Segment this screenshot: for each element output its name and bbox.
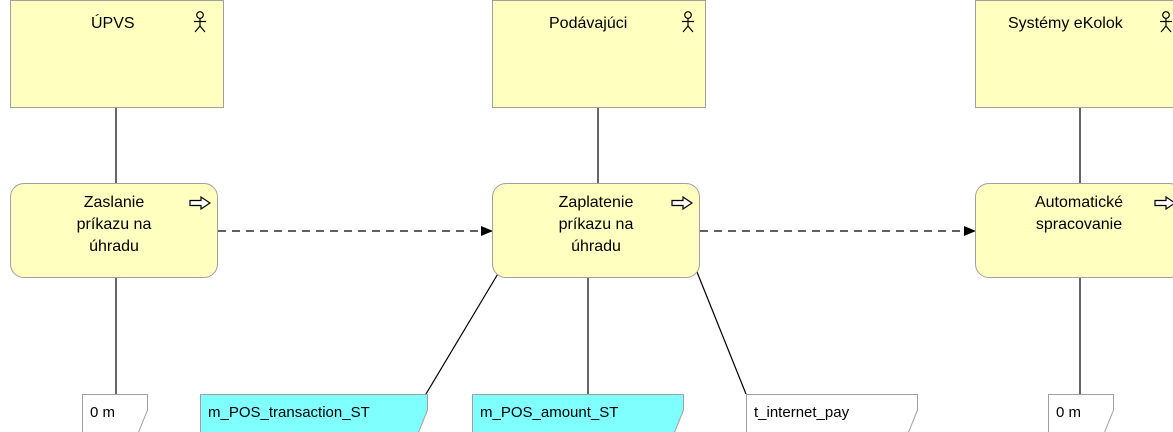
process-label-line: úhradu bbox=[89, 238, 139, 255]
data-object-label: m_POS_transaction_ST bbox=[208, 404, 370, 421]
process-zaplatenie[interactable]: Zaplatenie príkazu na úhradu bbox=[492, 183, 700, 278]
document-shape bbox=[1048, 394, 1114, 432]
data-object-m-pos-amount-st[interactable]: m_POS_amount_ST bbox=[472, 394, 684, 432]
data-object-label: 0 m bbox=[1056, 404, 1082, 421]
process-label-line: Zaplatenie bbox=[558, 194, 634, 211]
data-object-0m-left[interactable]: 0 m bbox=[82, 394, 148, 432]
actor-podavajuci[interactable]: Podávajúci bbox=[492, 0, 706, 108]
actor-icon bbox=[682, 11, 694, 33]
process-label-line: spracovanie bbox=[1035, 216, 1123, 233]
data-object-label: 0 m bbox=[90, 404, 116, 421]
actor-icon bbox=[1160, 11, 1172, 33]
actor-name: Systémy eKolok bbox=[1008, 15, 1123, 32]
doc-connector-2 bbox=[425, 271, 500, 395]
process-label-line: úhradu bbox=[571, 238, 621, 255]
process-label-line: Automatické bbox=[1034, 194, 1124, 211]
document-shape bbox=[746, 394, 918, 432]
process-arrow-icon bbox=[1154, 196, 1173, 210]
process-label: Zaplatenie príkazu na úhradu bbox=[533, 192, 659, 258]
process-label: Zaslanie príkazu na úhradu bbox=[51, 192, 177, 258]
actor-name: ÚPVS bbox=[91, 15, 135, 32]
doc-connector-4 bbox=[696, 271, 747, 395]
actor-name: Podávajúci bbox=[549, 15, 628, 32]
process-arrow-icon bbox=[671, 196, 693, 210]
actor-upvs[interactable]: ÚPVS bbox=[10, 0, 224, 108]
process-label-line: príkazu na bbox=[558, 216, 634, 233]
actor-systemy-ekolok[interactable]: Systémy eKolok bbox=[975, 0, 1173, 108]
process-arrow-icon bbox=[189, 196, 211, 210]
data-object-label: m_POS_amount_ST bbox=[480, 404, 619, 421]
document-shape bbox=[200, 394, 428, 432]
data-object-m-pos-transaction-st[interactable]: m_POS_transaction_ST bbox=[200, 394, 428, 432]
process-label-line: Zaslanie bbox=[83, 194, 145, 211]
data-object-t-internet-pay[interactable]: t_internet_pay bbox=[746, 394, 918, 432]
process-label: Automatické spracovanie bbox=[1016, 192, 1142, 236]
document-shape bbox=[472, 394, 684, 432]
process-label-line: príkazu na bbox=[76, 216, 152, 233]
actor-icon bbox=[194, 11, 206, 33]
process-automaticke-spracovanie[interactable]: Automatické spracovanie bbox=[975, 183, 1173, 278]
document-shape bbox=[82, 394, 148, 432]
data-object-label: t_internet_pay bbox=[754, 404, 850, 421]
data-object-0m-right[interactable]: 0 m bbox=[1048, 394, 1114, 432]
process-zaslanie[interactable]: Zaslanie príkazu na úhradu bbox=[10, 183, 218, 278]
